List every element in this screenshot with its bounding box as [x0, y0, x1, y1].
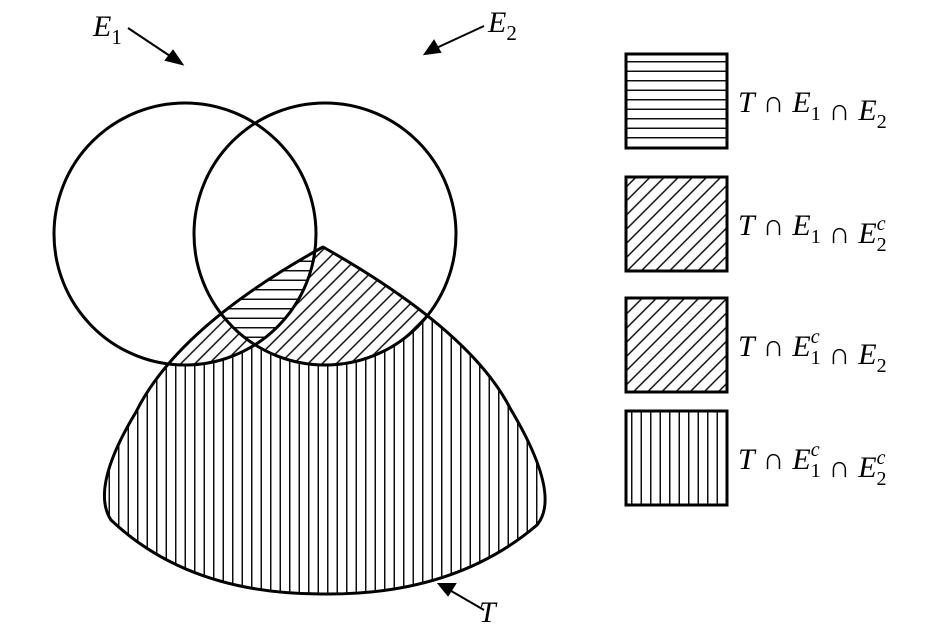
legend-label-1: T∩E1∩E2: [738, 86, 887, 133]
label-t: T: [479, 596, 498, 629]
set-e1-circle: [52, 101, 318, 367]
arrowhead-e2: [422, 39, 442, 56]
arrow-e1: [127, 27, 177, 61]
arrowhead-t: [436, 583, 457, 597]
label-e1: E1: [92, 10, 122, 49]
arrow-e2: [431, 25, 485, 51]
legend-swatch-4: [624, 409, 729, 507]
legend-swatch-3: [624, 296, 729, 394]
legend-swatch-1: [624, 52, 729, 150]
label-e2: E2: [487, 6, 517, 45]
arrow-t: [445, 587, 485, 611]
set-e2-circle: [192, 101, 458, 367]
arrowhead-e1: [164, 49, 185, 66]
set-pointer-arrows: [127, 25, 485, 611]
legend-swatch-2: [624, 175, 729, 273]
set-t-outline: [102, 245, 547, 596]
